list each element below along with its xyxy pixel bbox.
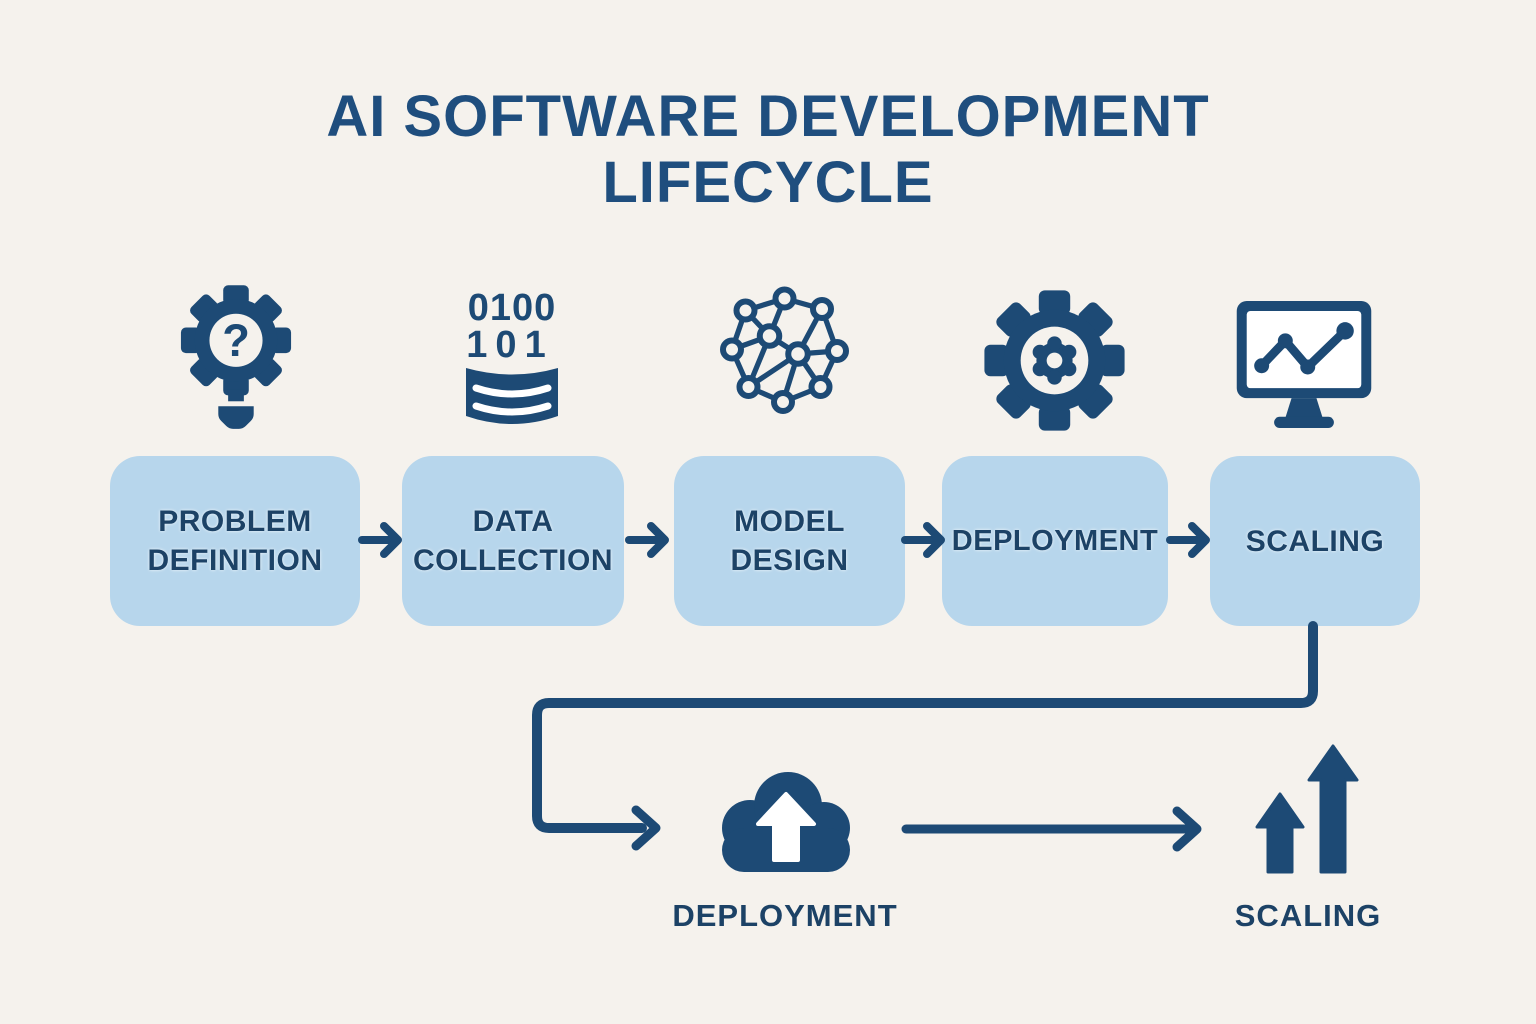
stage-label-line: SCALING xyxy=(1245,524,1385,558)
stage-label-line: DEFINITION xyxy=(147,544,323,577)
cloud-upload-icon xyxy=(700,756,870,876)
page-title-line1: AI SOFTWARE DEVELOPMENT xyxy=(326,84,1210,149)
bottom-arrow-right-arrow-icon xyxy=(901,806,1202,852)
neural-network-icon xyxy=(714,282,864,432)
stage-box-scaling: SCALING xyxy=(1210,456,1420,626)
stage-box-deployment: DEPLOYMENT xyxy=(942,456,1168,626)
stage-box-data-collection: DATA COLLECTION xyxy=(402,456,624,626)
stage-arrow-4-right-arrow-icon xyxy=(1166,522,1210,558)
scaling-label: SCALING xyxy=(1234,898,1382,933)
binary-text-line2: 101 xyxy=(466,324,553,366)
stage-label-line: DEPLOYMENT xyxy=(951,524,1159,557)
binary-database-icon: 0100 101 xyxy=(452,280,572,438)
stage-box-problem-definition: PROBLEM DEFINITION xyxy=(110,456,360,626)
question-mark-glyph: ? xyxy=(222,315,250,366)
growth-arrows-icon xyxy=(1253,742,1363,877)
stage-label-line: DATA xyxy=(472,505,554,538)
page-title-line2: LIFECYCLE xyxy=(602,150,934,215)
stage-label-line: PROBLEM xyxy=(158,505,312,538)
stage-box-model-design: MODEL DESIGN xyxy=(674,456,905,626)
stage-label-line: COLLECTION xyxy=(413,544,613,577)
stage-arrow-2-right-arrow-icon xyxy=(625,522,669,558)
page-title: AI SOFTWARE DEVELOPMENT LIFECYCLE xyxy=(0,84,1536,216)
stage-arrow-1-right-arrow-icon xyxy=(358,522,402,558)
gears-icon xyxy=(982,288,1127,433)
stage-arrow-3-right-arrow-icon xyxy=(901,522,945,558)
binary-text-line1: 0100 xyxy=(468,287,557,329)
lightbulb-gear-question-icon: ? xyxy=(177,281,295,437)
stage-label-line: MODEL xyxy=(734,505,845,538)
monitor-chart-icon xyxy=(1229,296,1379,433)
stage-label-line: DESIGN xyxy=(730,544,849,577)
elbow-connector-arrow xyxy=(532,621,1318,851)
deployment-label: DEPLOYMENT xyxy=(672,898,898,933)
